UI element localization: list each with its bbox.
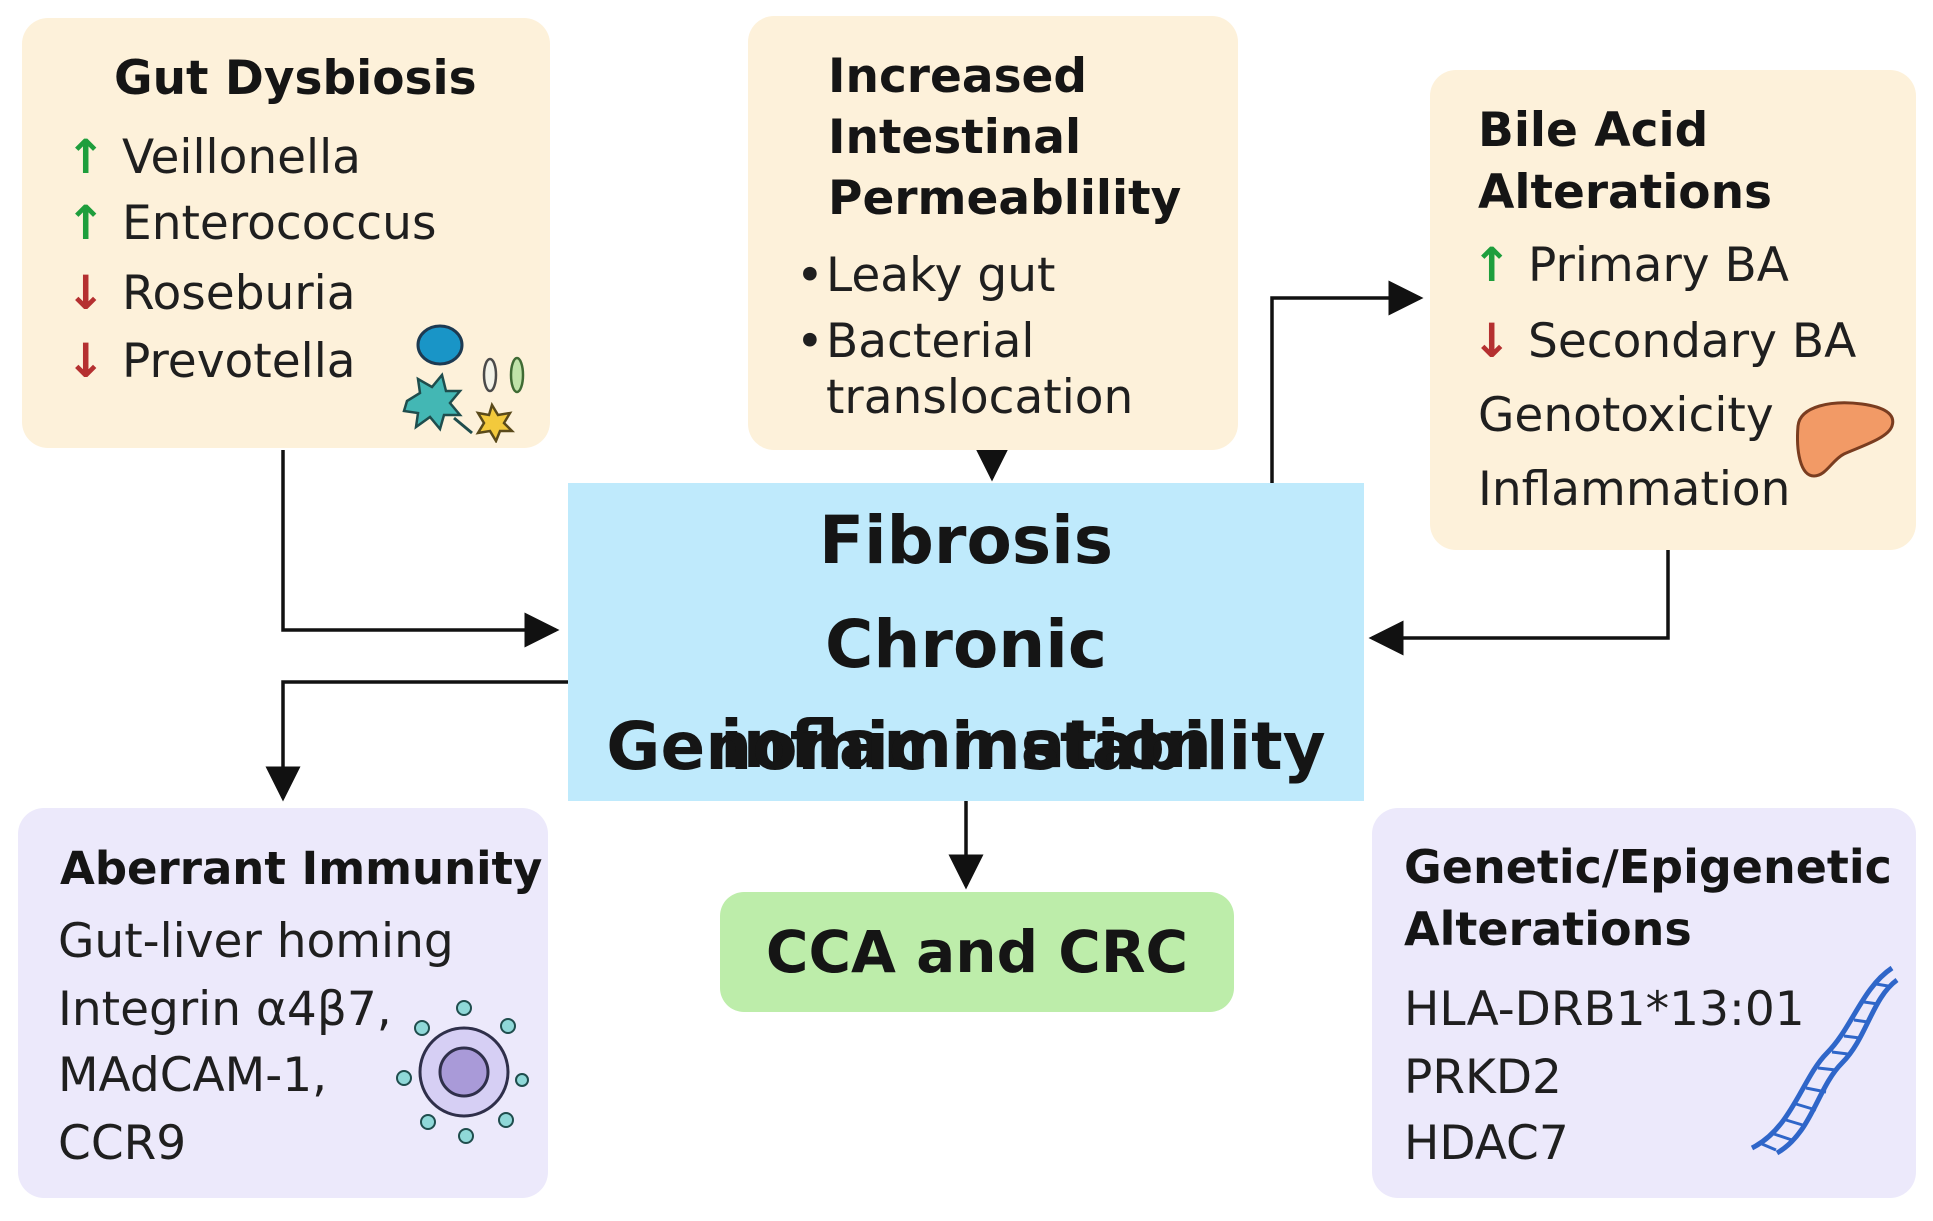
hdac7-label: HDAC7 — [1404, 1116, 1569, 1171]
permeability-title-line-1: Increased — [828, 49, 1088, 104]
bile-acid-box: Bile Acid Alterations ↑Primary BA ↓Secon… — [1430, 70, 1916, 550]
genetic-title-line-1: Genetic/Epigenetic — [1404, 840, 1892, 894]
genetic-title-line-2: Alterations — [1404, 902, 1692, 956]
dna-icon — [1750, 965, 1899, 1156]
bullet-dot-icon: • — [796, 248, 824, 303]
immune-cell-icon — [396, 1000, 529, 1144]
down-arrow-icon: ↓ — [66, 334, 106, 389]
liver-icon — [1796, 401, 1895, 478]
bile-acid-title-line-2: Alterations — [1478, 165, 1773, 220]
bullet-dot-icon: • — [796, 314, 824, 369]
immunity-line-4: CCR9 — [58, 1116, 187, 1171]
aberrant-immunity-box: Aberrant Immunity Gut-liver homing Integ… — [18, 808, 548, 1198]
permeability-title-line-3: Permeablility — [828, 171, 1182, 226]
gut-dysbiosis-title: Gut Dysbiosis — [114, 51, 477, 106]
arrow-bile-acid-to-center — [1368, 550, 1670, 656]
up-arrow-icon: ↑ — [66, 130, 106, 185]
arrow-dysbiosis-to-center — [281, 450, 560, 648]
central-mechanisms-box: Fibrosis Chronic inflammation Genomic in… — [568, 483, 1364, 801]
arrow-center-to-bile-acid — [1270, 280, 1424, 483]
permeability-title-line-2: Intestinal — [828, 110, 1082, 165]
aberrant-immunity-title: Aberrant Immunity — [60, 842, 543, 895]
secondary-ba: ↓Secondary BA — [1472, 312, 1856, 372]
permeability-box: Increased Intestinal Permeablility •Leak… — [748, 16, 1238, 450]
chronic-inflammation-label: Chronic inflammation — [720, 606, 1212, 783]
up-arrow-icon: ↑ — [1472, 238, 1512, 293]
genotoxicity-label: Genotoxicity — [1478, 388, 1774, 443]
taxon-prevotella: ↓Prevotella — [66, 332, 356, 392]
gut-dysbiosis-box: Gut Dysbiosis ↑Veillonella ↑Enterococcus… — [22, 18, 550, 448]
primary-ba: ↑Primary BA — [1472, 236, 1789, 296]
outcome-label: CCA and CRC — [765, 918, 1189, 986]
taxon-roseburia: ↓Roseburia — [66, 264, 356, 324]
bullet-leaky-gut: •Leaky gut — [796, 246, 1055, 306]
inflammation-label: Inflammation — [1478, 462, 1791, 517]
immunity-line-3: MAdCAM-1, — [58, 1048, 328, 1103]
bile-acid-title-line-1: Bile Acid — [1478, 103, 1709, 158]
genetic-epigenetic-box: Genetic/Epigenetic Alterations HLA-DRB1*… — [1372, 808, 1916, 1198]
arrow-center-to-immunity — [265, 680, 568, 802]
bullet-translocation-continued: translocation — [826, 370, 1134, 425]
bullet-bacterial-translocation: •Bacterial — [796, 312, 1034, 372]
hla-drb1-label: HLA-DRB1*13:01 — [1404, 982, 1805, 1037]
down-arrow-icon: ↓ — [66, 266, 106, 321]
bacteria-icon — [402, 324, 525, 443]
up-arrow-icon: ↑ — [66, 196, 106, 251]
fibrosis-label: Fibrosis — [818, 502, 1114, 579]
taxon-veillonella: ↑Veillonella — [66, 128, 361, 188]
genomic-instability-label: Genomic instability — [606, 708, 1326, 785]
prkd2-label: PRKD2 — [1404, 1050, 1562, 1105]
taxon-enterococcus: ↑Enterococcus — [66, 194, 436, 254]
immunity-line-2: Integrin α4β7, — [58, 982, 392, 1037]
immunity-line-1: Gut-liver homing — [58, 914, 454, 969]
down-arrow-icon: ↓ — [1472, 314, 1512, 369]
outcome-box: CCA and CRC — [720, 892, 1234, 1012]
